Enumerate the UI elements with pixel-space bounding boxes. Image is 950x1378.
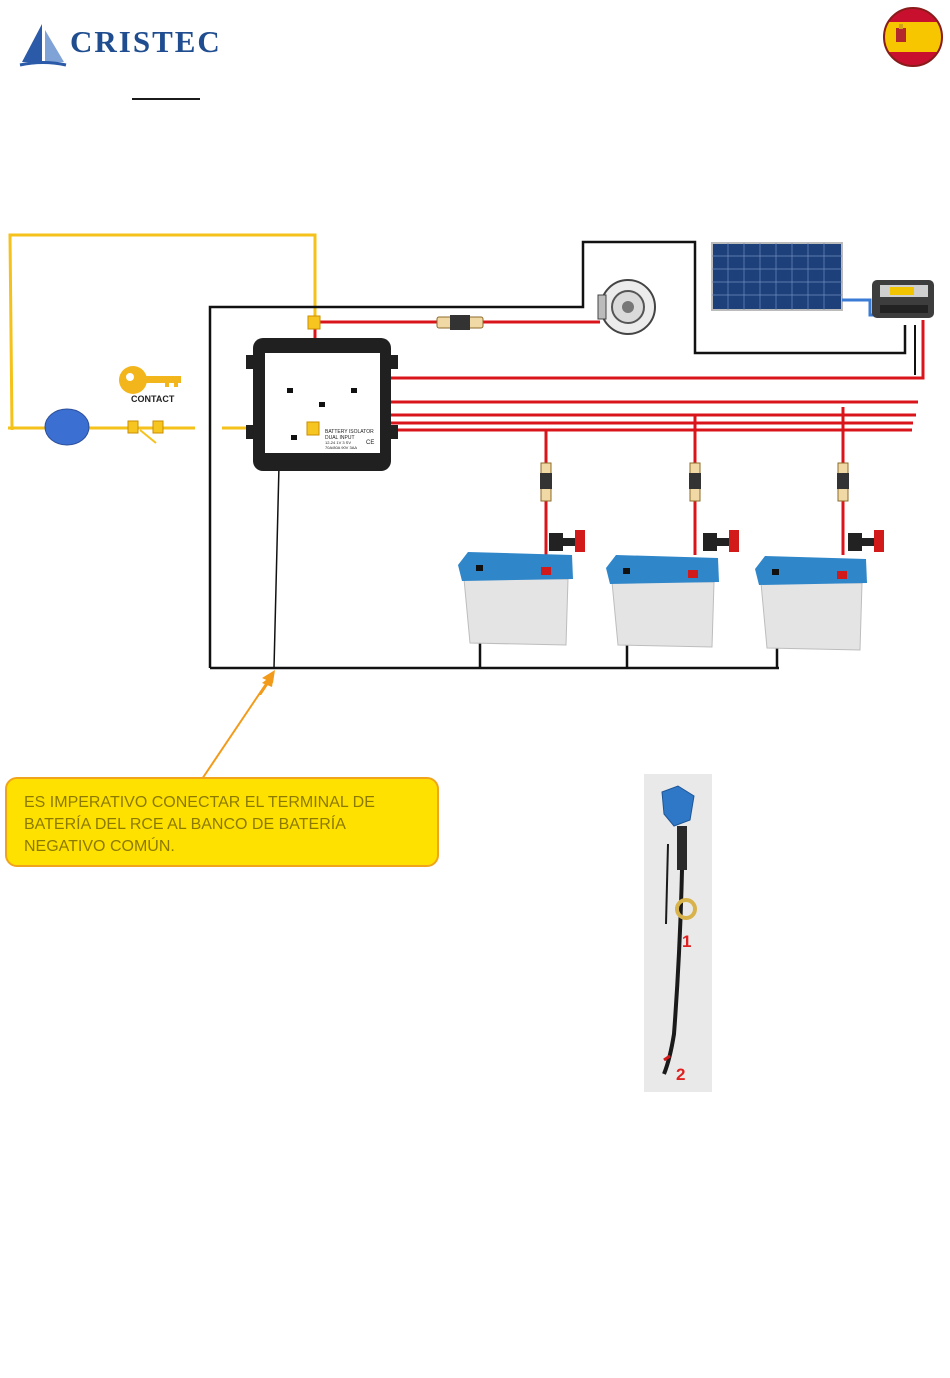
key-label: CONTACT bbox=[131, 394, 175, 404]
spain-flag-icon bbox=[882, 6, 944, 68]
rce-cable-photo: 1 2 bbox=[644, 774, 712, 1092]
battery-switch-icon bbox=[848, 530, 884, 552]
battery-switch-icon bbox=[703, 530, 739, 552]
battery-icon bbox=[755, 556, 867, 650]
solar-regulator-icon bbox=[872, 280, 934, 318]
battery-isolator: BATTERY ISOLATOR DUAL INPUT 12-24 1V 3 S… bbox=[246, 338, 398, 471]
battery-icon bbox=[606, 555, 719, 647]
ignition-terminal bbox=[308, 316, 320, 329]
battery-fuse bbox=[689, 463, 701, 501]
key-icon bbox=[119, 366, 181, 394]
engine-icon bbox=[45, 409, 89, 445]
photo-label-2: 2 bbox=[676, 1065, 685, 1084]
main-fuse bbox=[437, 315, 483, 330]
key-switch-terminal bbox=[128, 421, 138, 433]
battery-fuse bbox=[837, 463, 849, 501]
ignition-terminal bbox=[307, 422, 319, 435]
battery-icon bbox=[458, 552, 573, 645]
photo-label-1: 1 bbox=[682, 932, 691, 951]
isolator-label: 70A/80A 90V 3AA bbox=[325, 445, 357, 450]
isolator-ce-mark: CE bbox=[366, 440, 374, 446]
key-switch-terminal bbox=[153, 421, 163, 433]
brand-logo-text: CRISTEC bbox=[70, 24, 222, 60]
header-underline bbox=[132, 98, 200, 100]
battery-switch-icon bbox=[549, 530, 585, 552]
alternator-icon bbox=[598, 280, 655, 334]
warning-arrow-shaft bbox=[0, 660, 300, 790]
wiring-diagram: BATTERY ISOLATOR DUAL INPUT 12-24 1V 3 S… bbox=[0, 225, 950, 695]
warning-box: ES IMPERATIVO CONECTAR EL TERMINAL DE BA… bbox=[5, 777, 439, 867]
sailboat-icon bbox=[18, 22, 68, 70]
solar-panel-icon bbox=[712, 243, 842, 310]
battery-fuse bbox=[540, 463, 552, 501]
